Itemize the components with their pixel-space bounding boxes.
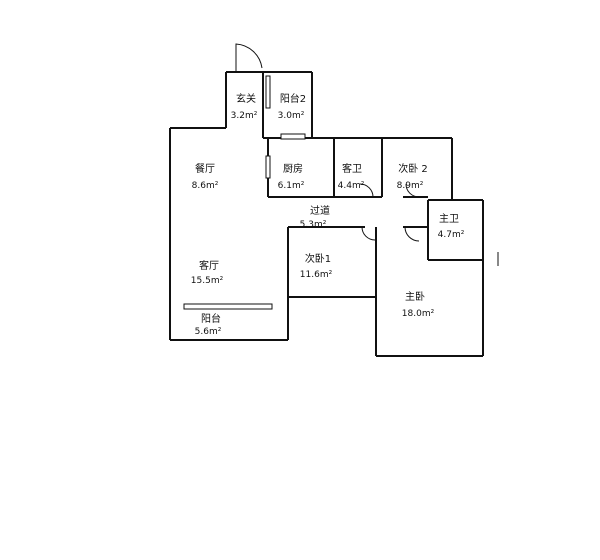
- label-guest-bath-area: 4.4m²: [338, 181, 365, 191]
- label-guest-bath-name: 客卫: [342, 162, 362, 175]
- room-balcony: 阳台 5.6m²: [195, 312, 222, 337]
- label-living-area: 15.5m²: [191, 276, 224, 286]
- label-kitchen-area: 6.1m²: [278, 181, 305, 191]
- label-balcony-name: 阳台: [201, 312, 221, 325]
- room-kitchen: 厨房 6.1m²: [278, 162, 305, 191]
- label-corridor-area: 5.3m²: [300, 220, 327, 230]
- label-master-bedroom-area: 18.0m²: [402, 309, 435, 319]
- label-entrance-name: 玄关: [236, 92, 256, 105]
- walls: [169, 71, 484, 357]
- label-bedroom2-area: 8.9m²: [397, 181, 424, 191]
- room-master-bath: 主卫 4.7m²: [438, 213, 465, 240]
- label-master-bedroom-name: 主卧: [405, 290, 425, 303]
- windows: [183, 75, 306, 310]
- room-bedroom1: 次卧1 11.6m²: [300, 252, 333, 280]
- room-entrance: 玄关 3.2m²: [231, 92, 258, 121]
- label-balcony2-area: 3.0m²: [278, 111, 305, 121]
- room-living: 客厅 15.5m²: [191, 259, 224, 286]
- room-balcony2: 阳台2 3.0m²: [278, 92, 307, 121]
- room-master-bedroom: 主卧 18.0m²: [402, 290, 435, 319]
- label-bedroom1-name: 次卧1: [305, 252, 331, 265]
- label-corridor-name: 过道: [310, 204, 330, 217]
- room-dining: 餐厅 8.6m²: [192, 162, 219, 191]
- room-bedroom2: 次卧 2 8.9m²: [397, 162, 428, 191]
- label-living-name: 客厅: [199, 259, 219, 272]
- label-dining-name: 餐厅: [195, 162, 215, 175]
- doors: [235, 43, 499, 266]
- label-bedroom2-name: 次卧 2: [398, 162, 428, 175]
- label-kitchen-name: 厨房: [283, 162, 303, 175]
- label-entrance-area: 3.2m²: [231, 111, 258, 121]
- room-guest-bath: 客卫 4.4m²: [338, 162, 365, 191]
- label-master-bath-name: 主卫: [439, 213, 459, 225]
- label-master-bath-area: 4.7m²: [438, 230, 465, 240]
- room-corridor: 过道 5.3m²: [300, 204, 330, 230]
- label-balcony-area: 5.6m²: [195, 327, 222, 337]
- label-bedroom1-area: 11.6m²: [300, 270, 333, 280]
- label-dining-area: 8.6m²: [192, 181, 219, 191]
- label-balcony2-name: 阳台2: [280, 92, 306, 105]
